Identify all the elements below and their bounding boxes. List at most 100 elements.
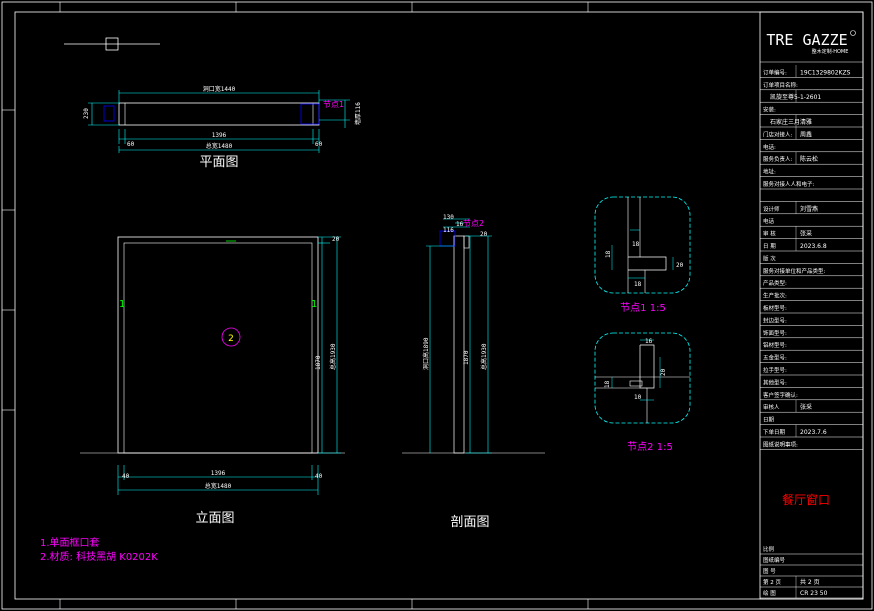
title-block-bottom-label: 绘 图 (763, 589, 776, 597)
elevation-dim-inner: 1870 (315, 355, 322, 370)
node2-dim-b: 18 (604, 380, 611, 388)
section-dim-top-2: 116 (443, 227, 454, 234)
node2-title: 节点2 1:5 (627, 441, 673, 453)
title-block-label: 版 次 (763, 254, 776, 262)
title-block-value: 2023.7.6 (800, 429, 827, 436)
title-block-value: 石家庄三月清雅 (770, 118, 812, 126)
elevation-dim-top: 20 (332, 236, 340, 243)
title-block-label: 产品类型: (763, 279, 787, 287)
inner-frame (14, 11, 864, 600)
section-dim-top-4: 20 (480, 231, 488, 238)
title-block-label: 日期 (763, 417, 775, 424)
title-block-value: 2023.6.8 (800, 243, 827, 250)
elevation-dim-bottom-right: 40 (315, 473, 323, 480)
elevation-view-label: 立面图 (195, 511, 234, 526)
plan-dim-middle: 1396 (212, 132, 227, 139)
title-block: TRE GAZZE 整木定制·HOME 订单编号: 19C1329802KZS订单… (759, 11, 864, 600)
title-block-label: 订单编号: (763, 68, 787, 76)
plan-dim-left: 60 (127, 141, 135, 148)
logo-subtitle: 整木定制·HOME (812, 48, 849, 55)
title-block-label: 地址: (763, 168, 776, 176)
node1-dim-c: 18 (634, 281, 642, 288)
plan-node1-tag: 节点1 (323, 100, 344, 109)
section-dim-top-1: 130 (443, 214, 454, 221)
detail-node2: 16 18 20 10 节点2 1:5 (594, 332, 691, 453)
section-dim-left: 洞口高1890 (422, 337, 430, 370)
title-block-label: 图纸说明事项: (763, 440, 798, 448)
note-2: 2.材质: 科技黑胡 K0202K (40, 550, 158, 563)
elevation-right-mark: 1 (311, 299, 317, 310)
title-block-label: 安装: (763, 106, 776, 114)
node1-dim-a: 18 (605, 250, 612, 258)
orientation-symbol (64, 37, 160, 51)
title-block-label: 其他型号: (763, 378, 787, 386)
title-block-bottom-label: 比例 (763, 545, 775, 553)
title-block-label: 下单日期 (763, 428, 786, 436)
title-block-label: 拉手型号: (763, 366, 787, 374)
node2-dim-c: 20 (660, 368, 667, 376)
title-block-label: 封边型号: (763, 316, 787, 324)
plan-dim-wall: 墙厚116 (354, 102, 362, 125)
title-block-label: 板材型号: (763, 304, 787, 312)
note-1: 1.单面框口套 (40, 536, 100, 549)
title-block-value: 陈云松 (800, 155, 818, 163)
plan-view-label: 平面图 (199, 155, 238, 170)
plan-dim-depth: 230 (83, 108, 90, 119)
title-block-label: 服务负责人: (763, 155, 793, 163)
elevation-left-mark: 1 (119, 299, 125, 310)
title-block-label: 日 期 (763, 243, 776, 250)
title-block-value: 刘雪燕 (800, 205, 818, 213)
elevation-panel-mark-circle (221, 327, 241, 347)
elevation-view: 1 1 2 20 1870 总高1930 1396 总宽1480 40 40 立… (80, 236, 345, 526)
title-block-value: 张采 (800, 403, 812, 411)
title-block-value: 张采 (800, 230, 812, 238)
title-block-bottom-label: 图纸编号 (763, 556, 786, 564)
plan-dim-total: 总宽1480 (206, 142, 233, 150)
section-dim-right: 总高1930 (480, 343, 488, 370)
elevation-dim-bottom-total: 总宽1480 (205, 482, 232, 490)
plan-dim-inner: 洞口宽1440 (203, 85, 236, 93)
elevation-outer (117, 236, 319, 454)
section-dim-mid: 1870 (463, 350, 470, 365)
plan-node1-box (300, 103, 320, 125)
title-block-label: 五金型号: (763, 354, 787, 362)
title-block-label: 门店对接人: (763, 130, 793, 138)
logo-text: TRE GAZZE (766, 31, 847, 49)
frame-ticks (2, 2, 589, 609)
title-block-label: 订单项目名称: (763, 81, 798, 89)
title-block-label: 电话: (763, 143, 776, 151)
section-view-label: 剖面图 (450, 515, 489, 530)
title-block-label: 电话 (763, 217, 775, 225)
detail-node1: 18 18 18 20 节点1 1:5 (594, 196, 691, 314)
plan-dim-right: 60 (315, 141, 323, 148)
room-name: 餐厅窗口 (782, 492, 830, 507)
elevation-dim-total: 总高1930 (329, 343, 337, 370)
title-block-label: 服务对接单位和产品类型: (763, 267, 826, 275)
section-view: 130 116 16 20 节点2 洞口高1890 1870 总高1930 剖面… (402, 214, 545, 530)
node1-dim-d: 20 (676, 262, 684, 269)
title-block-label: 饰面型号: (763, 329, 787, 337)
node1-title: 节点1 1:5 (620, 302, 666, 314)
title-block-label: 审核人 (763, 403, 780, 411)
title-block-value: 19C1329802KZS (800, 69, 851, 76)
elevation-dim-bottom-middle: 1396 (211, 470, 226, 477)
title-block-bottom-label: 图 号 (763, 567, 776, 575)
title-block-label: 铝材型号: (763, 341, 787, 349)
title-block-label: 客户签字确认: (763, 391, 798, 399)
section-dim-top-3: 16 (456, 221, 464, 228)
title-block-label: 设计师 (763, 205, 780, 213)
plan-frame-outline (118, 102, 320, 126)
title-block-bottom-value: CR 23 50 (800, 590, 828, 597)
elevation-dim-bottom-left: 40 (122, 473, 130, 480)
node1-dim-b: 18 (632, 241, 640, 248)
title-block-label: 生产批次: (763, 292, 787, 300)
title-block-label: 服务对接人人和电子: (763, 180, 815, 188)
title-block-value: 凯旋至尊5-1-2601 (770, 93, 821, 101)
elevation-inner (123, 242, 313, 454)
title-block-label: 审 核 (763, 230, 776, 238)
section-node2-tag: 节点2 (463, 219, 484, 228)
